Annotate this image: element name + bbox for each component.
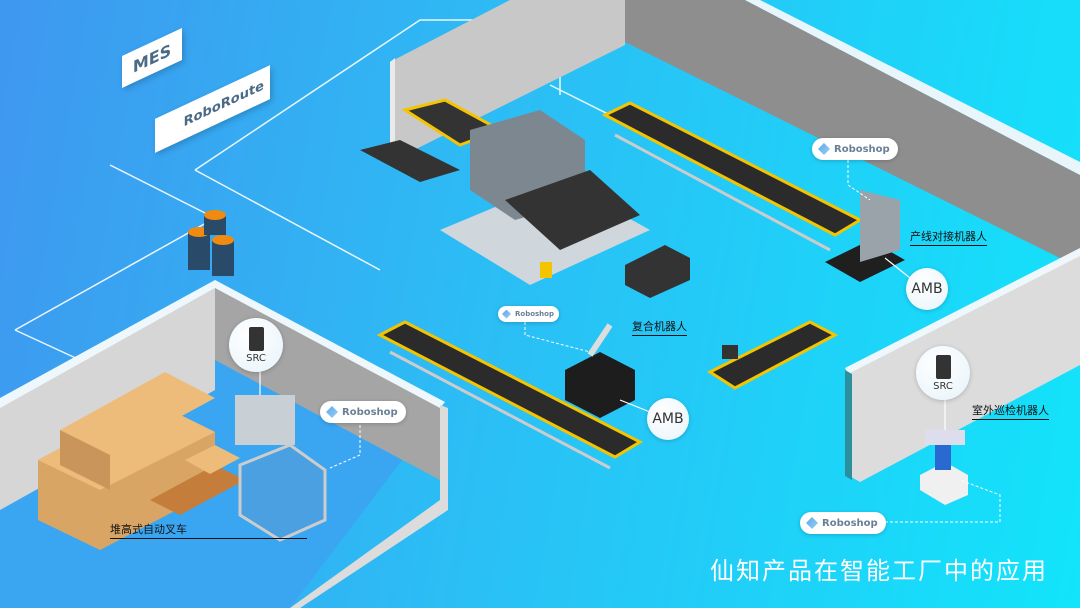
robot-line-docking <box>825 190 905 282</box>
conveyor-middle <box>376 320 644 470</box>
roboshop-logo-icon <box>806 517 818 529</box>
roboshop-text: Roboshop <box>515 310 554 318</box>
amb-text: AMB <box>911 281 943 297</box>
amb-text: AMB <box>652 411 684 427</box>
label-forklift: 堆高式自动叉车 <box>110 521 307 539</box>
controller-icon <box>248 326 264 351</box>
roboshop-badge-forklift: Roboshop <box>320 401 406 423</box>
amb-badge-composite: AMB <box>647 398 689 440</box>
robot-forklift <box>235 395 327 542</box>
roboshop-logo-icon <box>326 406 338 418</box>
label-line-docking-robot: 产线对接机器人 <box>910 228 987 246</box>
controller-icon <box>935 354 951 379</box>
src-badge-patrol: SRC <box>916 346 970 400</box>
roboshop-text: Roboshop <box>342 406 398 418</box>
roboshop-logo-icon <box>502 309 511 319</box>
production-machine <box>360 98 690 298</box>
roboshop-text: Roboshop <box>834 143 890 155</box>
roboshop-badge-patrol: Roboshop <box>800 512 886 534</box>
cardboard-boxes <box>38 372 245 550</box>
barrels <box>188 210 234 276</box>
amb-badge-line: AMB <box>906 268 948 310</box>
page-title: 仙知产品在智能工厂中的应用 <box>710 557 1048 585</box>
label-composite-robot: 复合机器人 <box>632 318 687 336</box>
roboshop-badge-line: Roboshop <box>812 138 898 160</box>
roboshop-logo-icon <box>818 143 830 155</box>
roboshop-badge-composite: Roboshop <box>498 306 559 322</box>
label-outdoor-patrol-robot: 室外巡检机器人 <box>972 402 1049 420</box>
robot-composite <box>565 323 635 418</box>
src-text: SRC <box>933 380 953 392</box>
roboshop-text: Roboshop <box>822 517 878 529</box>
conveyor-right <box>706 320 839 390</box>
back-wall-right <box>625 0 1080 268</box>
src-text: SRC <box>246 352 266 364</box>
robot-outdoor-patrol <box>920 430 968 505</box>
src-badge-forklift: SRC <box>229 318 283 372</box>
